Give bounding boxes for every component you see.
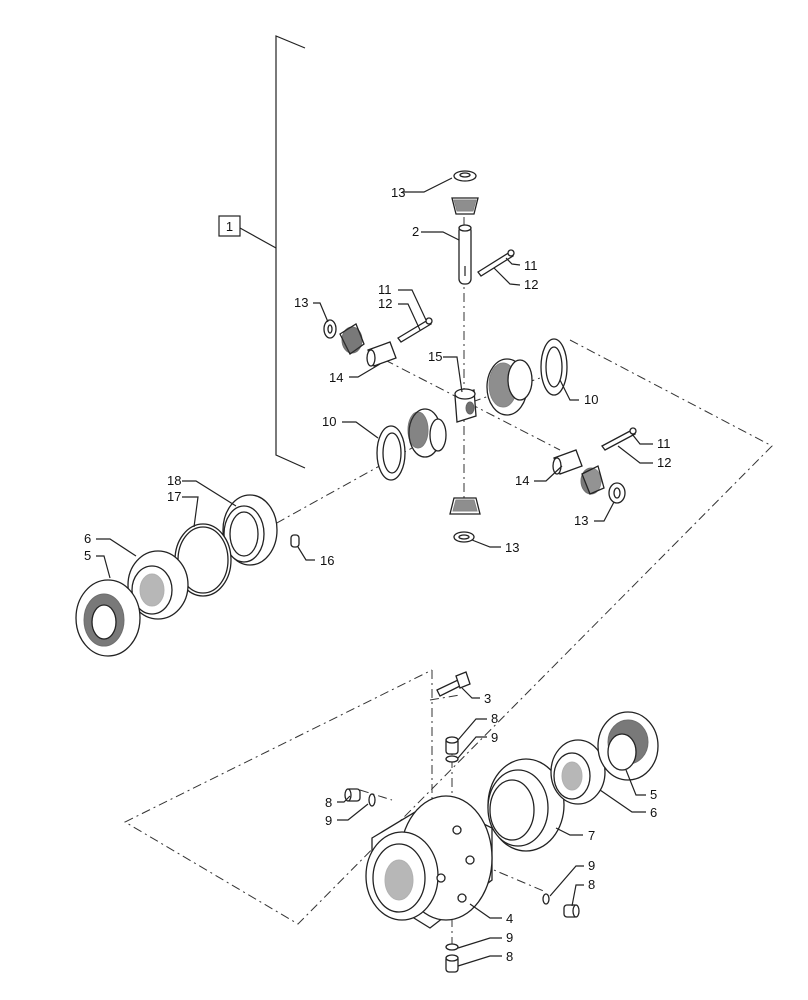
roll-pin-right bbox=[601, 427, 637, 451]
callout-13-bottom: 13 bbox=[505, 540, 519, 555]
assembly-ref-number: 1 bbox=[226, 219, 233, 234]
bearing-cup-18 bbox=[222, 494, 278, 566]
callout-11-upper-right: 11 bbox=[524, 258, 538, 273]
callout-5-right: 5 bbox=[650, 787, 657, 802]
callout-17: 17 bbox=[167, 489, 181, 504]
washer-9-right bbox=[542, 893, 550, 905]
bearing-cup-7 bbox=[487, 758, 565, 852]
right-pinion-gear bbox=[580, 465, 605, 495]
callout-13-right: 13 bbox=[574, 513, 588, 528]
callout-18: 18 bbox=[167, 473, 181, 488]
left-thrust-ring bbox=[376, 425, 406, 481]
right-side-gear bbox=[486, 358, 533, 416]
left-pinion-shaft bbox=[366, 341, 397, 367]
left-pinion-gear bbox=[339, 323, 365, 355]
spider-block bbox=[454, 388, 477, 423]
drive-collar-left bbox=[75, 579, 141, 657]
bolt-3 bbox=[436, 671, 471, 697]
dowel-pin-16 bbox=[290, 534, 300, 548]
plug-8-right bbox=[563, 904, 580, 918]
callout-6-right: 6 bbox=[650, 805, 657, 820]
callout-8-top: 8 bbox=[491, 711, 498, 726]
leader-lines bbox=[96, 177, 653, 967]
assembly-bracket: 1 bbox=[218, 35, 306, 469]
roll-pin-upper bbox=[477, 249, 515, 277]
callout-9-bottom: 9 bbox=[506, 930, 513, 945]
washer-9-left bbox=[368, 793, 376, 807]
right-pinion-shaft bbox=[552, 449, 583, 475]
callout-11-right: 11 bbox=[657, 436, 671, 451]
callout-15: 15 bbox=[428, 349, 442, 364]
callout-8-bottom: 8 bbox=[506, 949, 513, 964]
callout-2: 2 bbox=[412, 224, 419, 239]
callout-4: 4 bbox=[506, 911, 513, 926]
plug-8-top bbox=[445, 736, 459, 755]
cross-shaft-pin bbox=[458, 224, 472, 285]
roll-pin-left bbox=[397, 317, 433, 343]
bottom-thrust-washer bbox=[453, 531, 475, 543]
callout-12-upper-right: 12 bbox=[524, 277, 538, 292]
top-thrust-washer bbox=[453, 170, 477, 182]
callout-12-left: 12 bbox=[378, 296, 392, 311]
callout-11-left: 11 bbox=[378, 282, 392, 297]
callout-8-right: 8 bbox=[588, 877, 595, 892]
callout-7: 7 bbox=[588, 828, 595, 843]
callout-8-left: 8 bbox=[325, 795, 332, 810]
callout-13-top: 13 bbox=[391, 185, 405, 200]
callout-10-right: 10 bbox=[584, 392, 598, 407]
callout-6-left: 6 bbox=[84, 531, 91, 546]
callout-9-left: 9 bbox=[325, 813, 332, 828]
callout-14-right: 14 bbox=[515, 473, 529, 488]
callout-3: 3 bbox=[484, 691, 491, 706]
callout-5-left: 5 bbox=[84, 548, 91, 563]
top-side-gear bbox=[451, 197, 479, 215]
left-thrust-washer bbox=[323, 319, 337, 339]
differential-housing-4 bbox=[365, 795, 493, 929]
callout-labels: 13 2 11 12 11 12 13 14 15 10 10 11 12 14… bbox=[84, 185, 671, 964]
taper-bearing-right bbox=[550, 739, 606, 805]
left-side-gear bbox=[407, 408, 447, 458]
bottom-side-gear bbox=[449, 497, 481, 515]
callout-16: 16 bbox=[320, 553, 334, 568]
callout-13-left: 13 bbox=[294, 295, 308, 310]
plug-8-left bbox=[344, 788, 361, 802]
drive-collar-right bbox=[597, 711, 659, 781]
callout-9-top: 9 bbox=[491, 730, 498, 745]
right-thrust-washer bbox=[608, 482, 626, 504]
callout-12-right: 12 bbox=[657, 455, 671, 470]
taper-bearing-left bbox=[127, 550, 189, 620]
washer-9-bottom bbox=[445, 943, 459, 951]
washer-9-top bbox=[445, 755, 459, 763]
callout-14-left: 14 bbox=[329, 370, 343, 385]
snap-ring-17 bbox=[174, 523, 232, 597]
callout-10-left: 10 bbox=[322, 414, 336, 429]
plug-8-bottom bbox=[445, 954, 459, 973]
callout-9-right: 9 bbox=[588, 858, 595, 873]
